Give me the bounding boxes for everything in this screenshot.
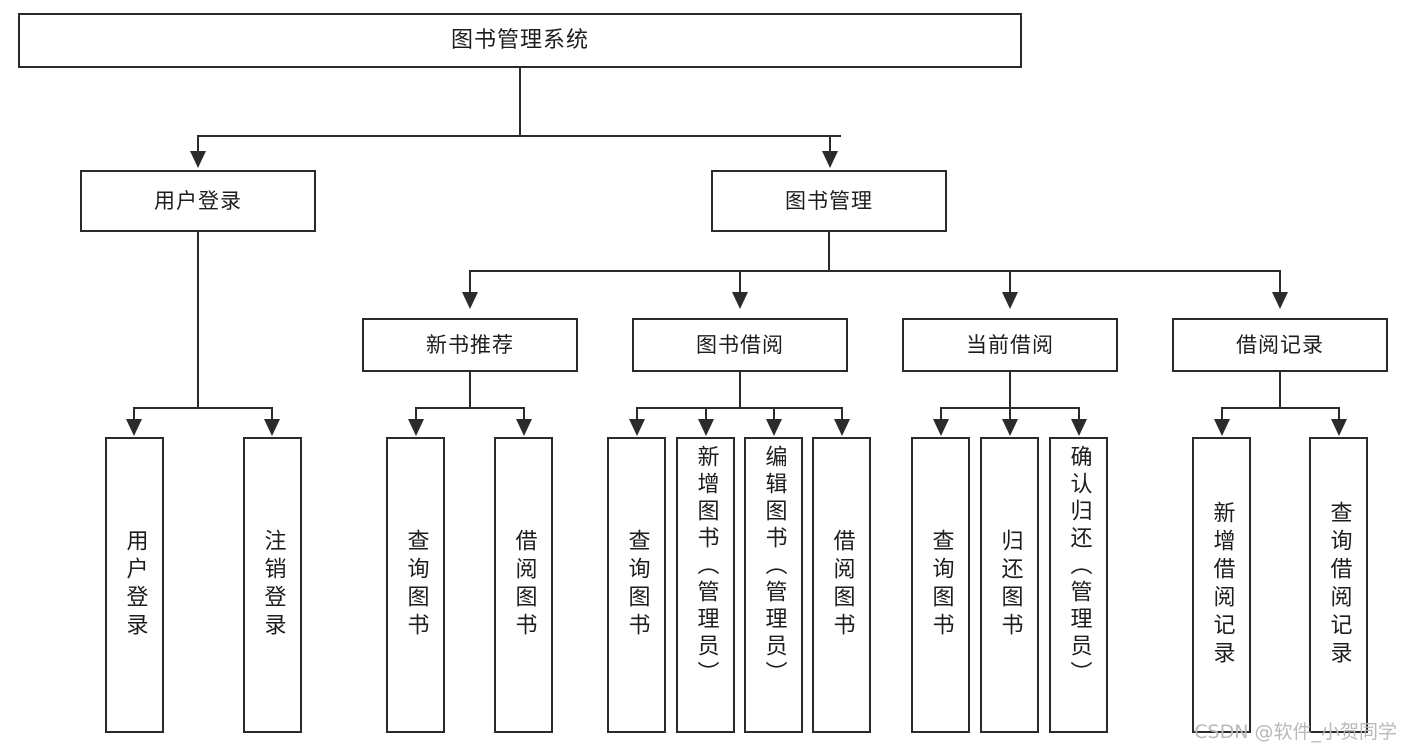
node-label: 当前借阅 — [966, 332, 1054, 357]
leaf-borrow-search-book[interactable]: 查询图书 — [607, 437, 666, 733]
connector-borrow-to-leaf-2 — [773, 407, 775, 421]
connector-bookmgmt-trunk — [828, 232, 830, 271]
arrow-record-to-leaf-1 — [1331, 419, 1347, 436]
connector-current-to-leaf-0 — [940, 407, 942, 421]
arrow-newbook-to-leaf-1 — [516, 419, 532, 436]
node-label: 借阅图书 — [511, 529, 537, 641]
connector-record-bar — [1221, 407, 1338, 409]
arrow-bookmgmt-to-l3-3 — [1272, 292, 1288, 309]
leaf-borrow-borrow-book[interactable]: 借阅图书 — [812, 437, 871, 733]
arrow-borrow-to-leaf-1 — [698, 419, 714, 436]
connector-borrow-bar — [636, 407, 843, 409]
node-label: 用户登录 — [122, 529, 148, 641]
node-label: 借阅图书 — [829, 529, 855, 641]
node-new-book-recommend[interactable]: 新书推荐 — [362, 318, 578, 372]
arrow-login-to-leaf-0 — [126, 419, 142, 436]
arrow-root-to-login — [190, 151, 206, 168]
arrow-current-to-leaf-2 — [1071, 419, 1087, 436]
connector-login-to-leaf-0 — [133, 407, 135, 421]
connector-login-to-leaf-1 — [271, 407, 273, 421]
leaf-logout[interactable]: 注销登录 — [243, 437, 302, 733]
arrow-newbook-to-leaf-0 — [408, 419, 424, 436]
connector-record-to-leaf-1 — [1338, 407, 1340, 421]
leaf-current-search-book[interactable]: 查询图书 — [911, 437, 970, 733]
connector-newbook-bar — [415, 407, 523, 409]
node-borrow-record[interactable]: 借阅记录 — [1172, 318, 1388, 372]
node-book-management[interactable]: 图书管理 — [711, 170, 947, 232]
node-label: 图书管理 — [785, 188, 873, 213]
connector-login-bar — [133, 407, 272, 409]
connector-bookmgmt-to-l3-2 — [1009, 270, 1011, 294]
connector-borrow-trunk — [739, 372, 741, 408]
leaf-borrow-edit-book-admin[interactable]: 编辑图书（管理员） — [744, 437, 803, 733]
arrow-borrow-to-leaf-2 — [766, 419, 782, 436]
leaf-newbook-borrow-book[interactable]: 借阅图书 — [494, 437, 553, 733]
node-book-borrow[interactable]: 图书借阅 — [632, 318, 848, 372]
node-label: 注销登录 — [260, 529, 286, 641]
connector-root-to-login — [197, 135, 199, 155]
connector-record-trunk — [1279, 372, 1281, 408]
node-label: 查询图书 — [928, 529, 954, 641]
leaf-record-search-record[interactable]: 查询借阅记录 — [1309, 437, 1368, 733]
connector-bookmgmt-to-l3-3 — [1279, 270, 1281, 294]
connector-root-trunk — [519, 68, 521, 136]
connector-record-to-leaf-0 — [1221, 407, 1223, 421]
connector-borrow-to-leaf-0 — [636, 407, 638, 421]
leaf-current-confirm-return-admin[interactable]: 确认归还（管理员） — [1049, 437, 1108, 733]
arrow-borrow-to-leaf-0 — [629, 419, 645, 436]
arrow-bookmgmt-to-l3-2 — [1002, 292, 1018, 309]
node-label: 编辑图书（管理员） — [761, 445, 787, 688]
node-label: 图书管理系统 — [450, 27, 589, 53]
node-current-borrow[interactable]: 当前借阅 — [902, 318, 1118, 372]
connector-newbook-to-leaf-0 — [415, 407, 417, 421]
node-label: 用户登录 — [154, 188, 242, 213]
arrow-current-to-leaf-1 — [1002, 419, 1018, 436]
node-user-login[interactable]: 用户登录 — [80, 170, 316, 232]
connector-bookmgmt-to-l3-1 — [739, 270, 741, 294]
node-label: 归还图书 — [997, 529, 1023, 641]
arrow-current-to-leaf-0 — [933, 419, 949, 436]
connector-borrow-to-leaf-3 — [841, 407, 843, 421]
node-label: 确认归还（管理员） — [1066, 445, 1092, 688]
node-root-system[interactable]: 图书管理系统 — [18, 13, 1022, 68]
node-label: 新增借阅记录 — [1209, 501, 1235, 669]
arrow-login-to-leaf-1 — [264, 419, 280, 436]
arrow-borrow-to-leaf-3 — [834, 419, 850, 436]
arrow-root-to-bookmgmt — [822, 151, 838, 168]
connector-bookmgmt-bar — [469, 270, 1281, 272]
node-label: 新增图书（管理员） — [693, 445, 719, 688]
node-label: 查询借阅记录 — [1326, 501, 1352, 669]
connector-current-to-leaf-2 — [1078, 407, 1080, 421]
leaf-current-return-book[interactable]: 归还图书 — [980, 437, 1039, 733]
arrow-bookmgmt-to-l3-0 — [462, 292, 478, 309]
connector-bookmgmt-to-l3-0 — [469, 270, 471, 294]
connector-root-to-bookmgmt — [829, 135, 831, 155]
connector-borrow-to-leaf-1 — [705, 407, 707, 421]
connector-newbook-trunk — [469, 372, 471, 408]
arrow-record-to-leaf-0 — [1214, 419, 1230, 436]
node-label: 借阅记录 — [1236, 332, 1324, 357]
arrow-bookmgmt-to-l3-1 — [732, 292, 748, 309]
node-label: 查询图书 — [403, 529, 429, 641]
leaf-borrow-add-book-admin[interactable]: 新增图书（管理员） — [676, 437, 735, 733]
connector-current-trunk — [1009, 372, 1011, 408]
connector-root-bar — [197, 135, 841, 137]
leaf-user-login[interactable]: 用户登录 — [105, 437, 164, 733]
leaf-record-add-record[interactable]: 新增借阅记录 — [1192, 437, 1251, 733]
connector-login-trunk — [197, 232, 199, 408]
leaf-newbook-search-book[interactable]: 查询图书 — [386, 437, 445, 733]
connector-current-to-leaf-1 — [1009, 407, 1011, 421]
connector-newbook-to-leaf-1 — [523, 407, 525, 421]
node-label: 查询图书 — [624, 529, 650, 641]
node-label: 新书推荐 — [426, 332, 514, 357]
node-label: 图书借阅 — [696, 332, 784, 357]
